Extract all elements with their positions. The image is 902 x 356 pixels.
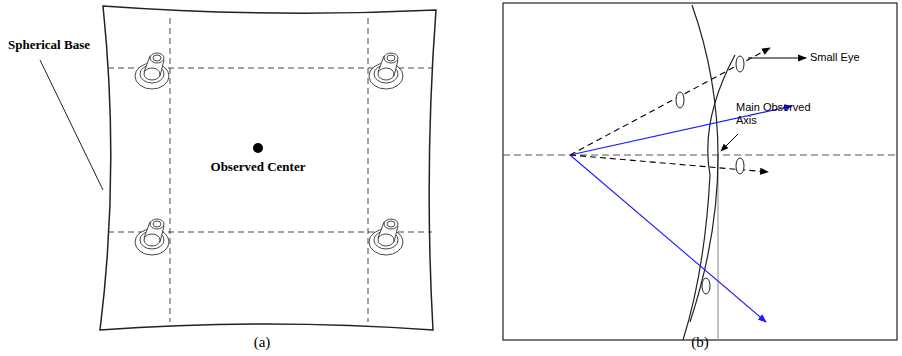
center-dot	[253, 143, 263, 153]
sphere-arc	[690, 5, 718, 322]
part-name: Observed Center	[211, 160, 306, 175]
part-name: Small Eye	[810, 51, 860, 64]
panel-frame	[503, 3, 897, 340]
panel-caption: (a)	[254, 334, 271, 351]
view-rays	[570, 48, 792, 322]
sphere-arc	[683, 55, 735, 340]
leader-line	[40, 60, 103, 190]
spherical-base	[100, 6, 436, 330]
small-eyes	[676, 56, 744, 294]
panel-caption: (b)	[691, 334, 709, 351]
eye-icons	[135, 53, 403, 255]
part-name: Spherical Base	[8, 38, 90, 53]
grid-lines	[108, 18, 432, 322]
part-name: Main Observed Axis	[736, 101, 818, 126]
pointer-arrow	[721, 134, 738, 151]
axis-line	[503, 155, 897, 156]
pointer-arrow	[748, 57, 806, 58]
